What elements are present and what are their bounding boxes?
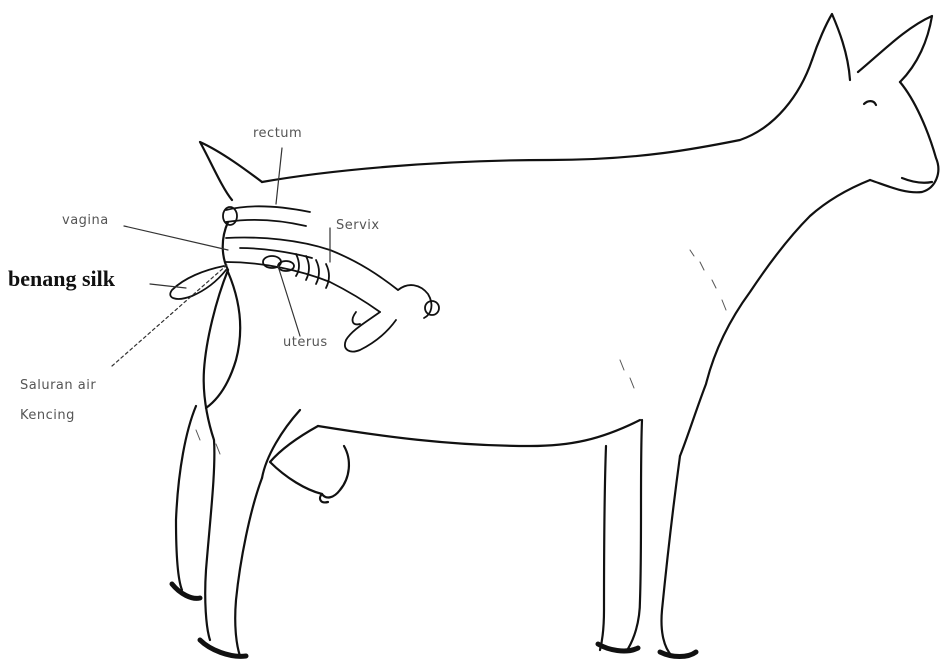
label-rectum: rectum [253, 126, 302, 141]
label-uterus: uterus [283, 335, 328, 350]
label-servix: Servix [336, 218, 380, 233]
label-benang-silk: benang silk [8, 266, 115, 292]
shading [196, 250, 726, 454]
rectum-leader [276, 148, 282, 204]
label-saluran-air: Saluran air [20, 378, 96, 393]
benang-silk-leader [150, 284, 186, 288]
vagina-leader [124, 226, 228, 250]
saluran-leader [112, 264, 228, 366]
label-vagina: vagina [62, 213, 109, 228]
label-kencing: Kencing [20, 408, 75, 423]
